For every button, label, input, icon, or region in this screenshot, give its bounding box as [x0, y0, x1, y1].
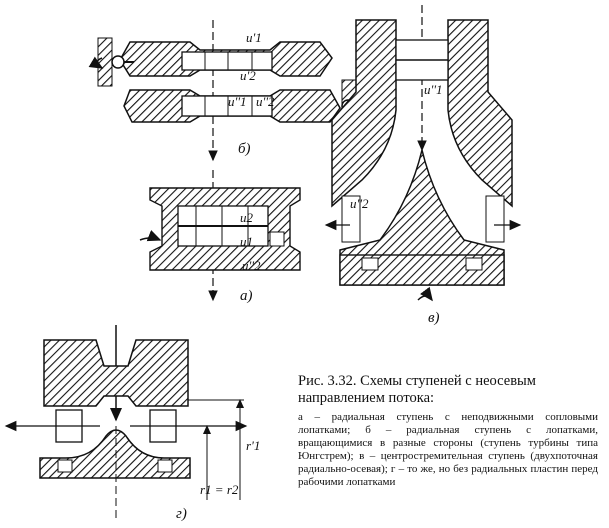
letter-b: б)	[238, 141, 251, 157]
label-r1-eq-r2: r1 = r2	[200, 482, 239, 497]
diagram-g: r'1 r1 = r2 г)	[4, 325, 260, 522]
label-a-u1: u1	[240, 234, 253, 249]
label-a-u2-dprime: u''2	[242, 258, 261, 273]
label-r1-prime: r'1	[246, 438, 260, 453]
letter-a: а)	[240, 288, 253, 304]
diagram-v: u''1 u''2 в)	[324, 5, 522, 326]
label-v-u1: u''1	[424, 82, 443, 97]
label-v-u2: u''2	[350, 196, 369, 211]
label-u2-dprime: u''2	[256, 94, 275, 109]
letter-v: в)	[428, 310, 440, 326]
label-a-u2: u2	[240, 210, 254, 225]
letter-g: г)	[176, 506, 187, 522]
label-u1-prime: u'1	[246, 30, 262, 45]
caption-title: Рис. 3.32. Схемы ступеней с неосевым нап…	[298, 373, 536, 406]
label-u1-dprime: u''1	[228, 94, 247, 109]
diagram-b: u'1 u'2 u''1 u''2 б)	[88, 20, 374, 162]
caption-body: а – радиальная ступень с неподвижными со…	[298, 411, 598, 488]
diagram-a: u2 u1 u''2 а)	[139, 170, 301, 304]
figure-caption: Рис. 3.32. Схемы ступеней с неосевым нап…	[298, 373, 598, 489]
label-u2-prime: u'2	[240, 68, 256, 83]
